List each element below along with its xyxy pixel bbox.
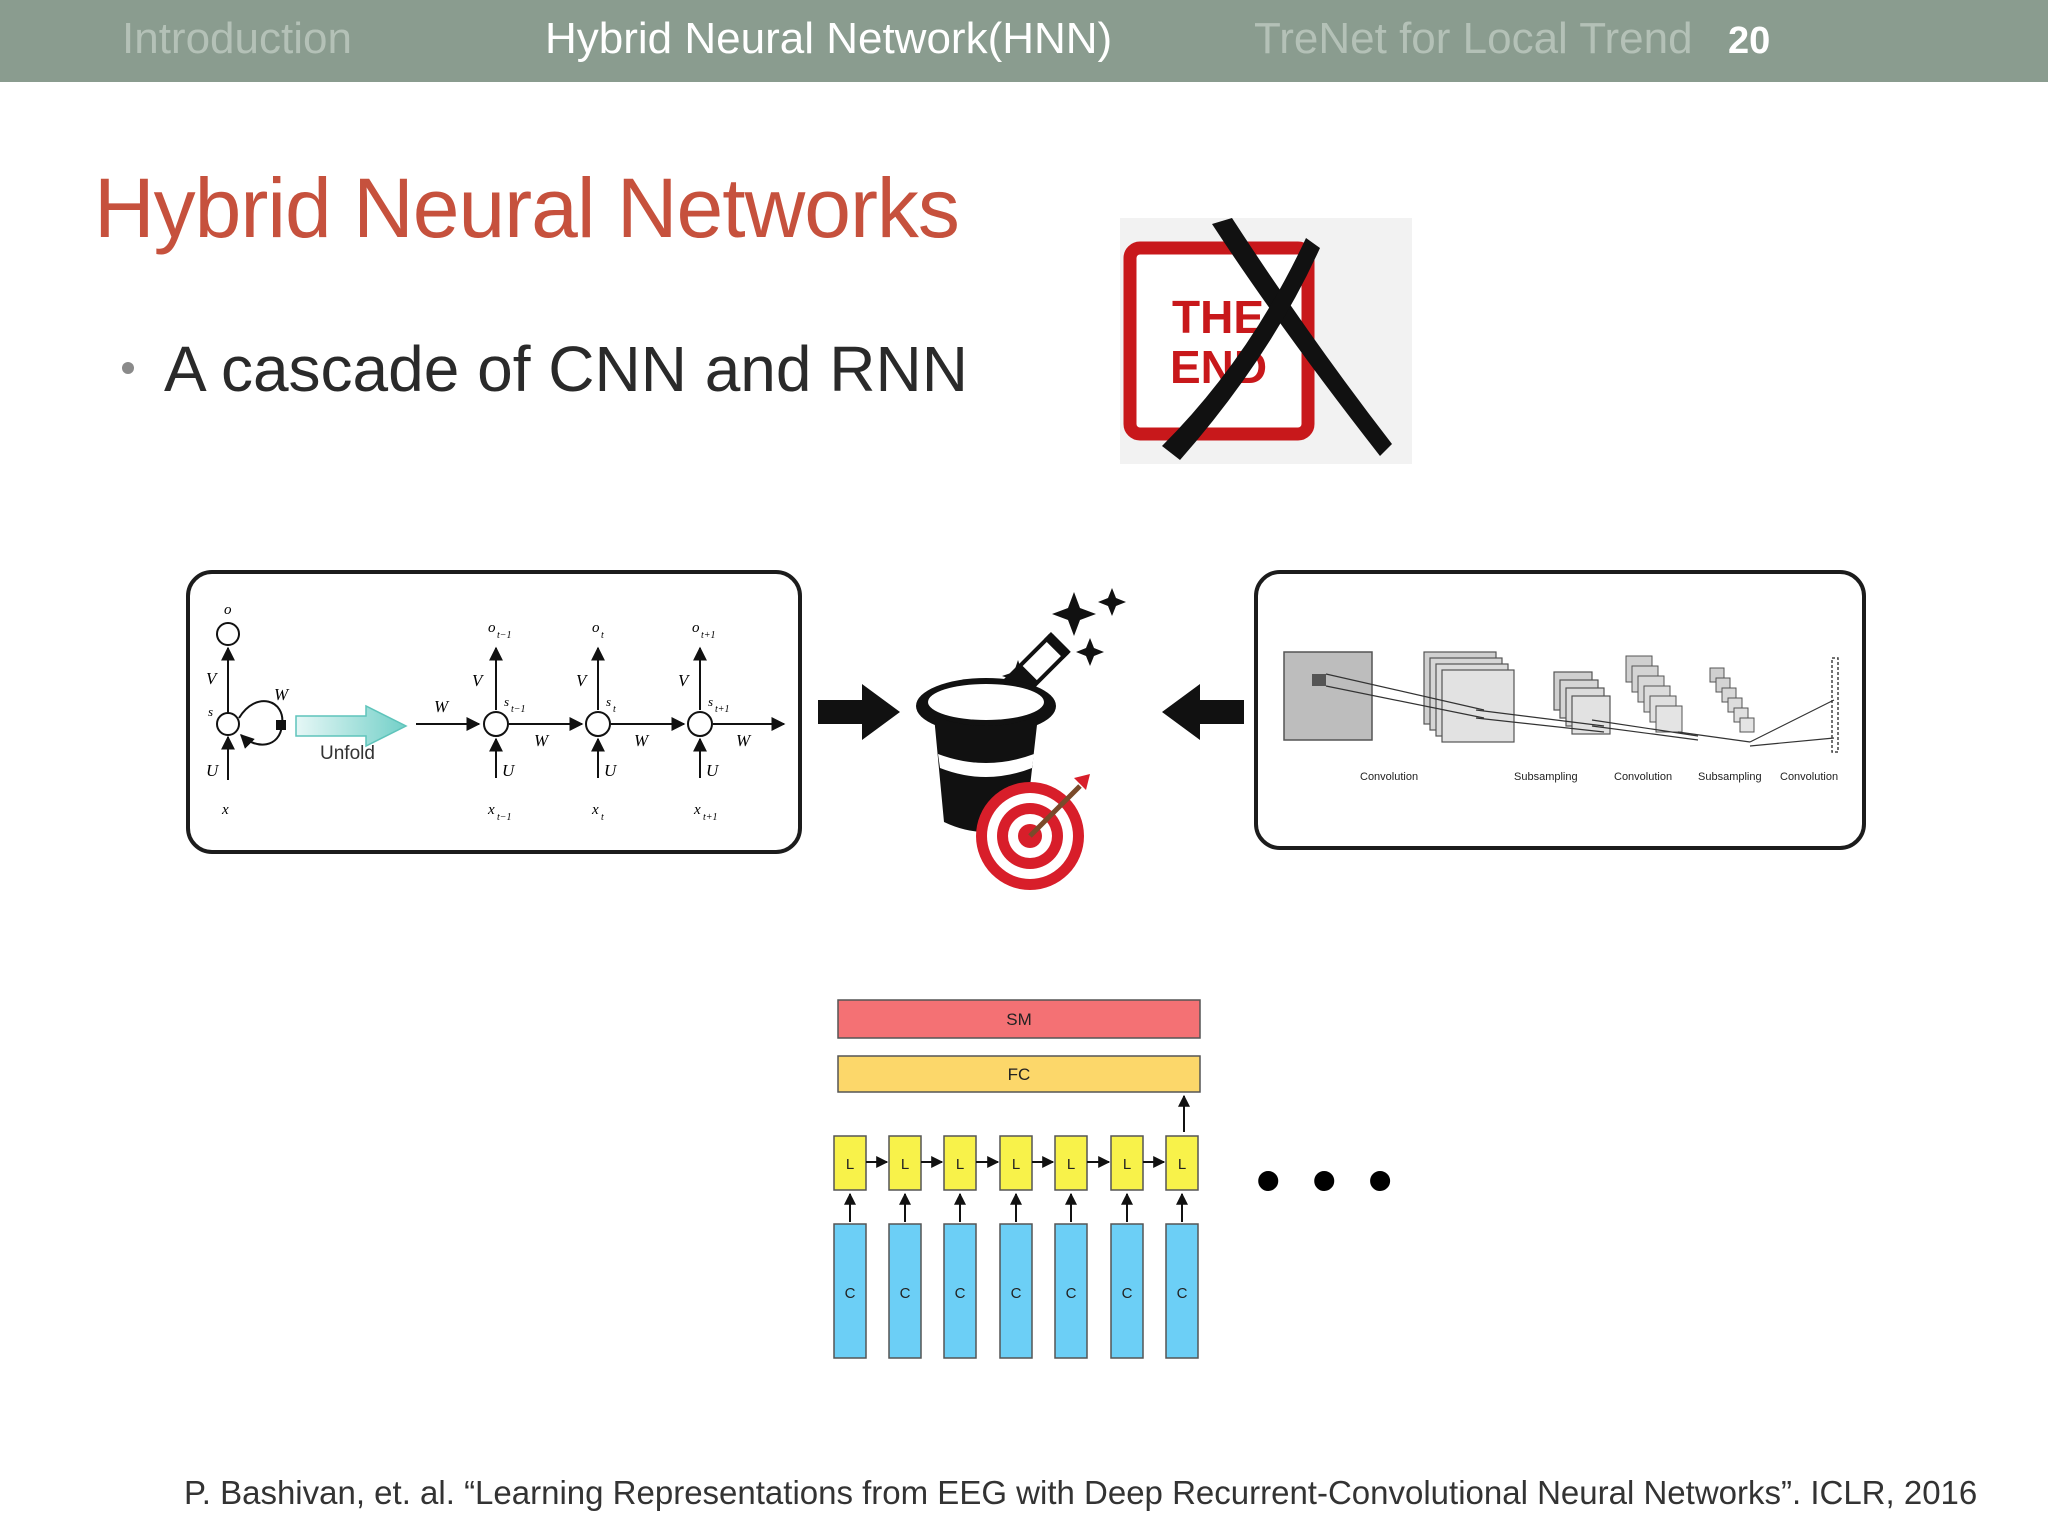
label-V-prev: V [472,671,485,690]
target-icon [976,774,1090,890]
nav-introduction[interactable]: Introduction [122,14,352,63]
label-s: s [208,704,213,719]
label-o-t: o [592,620,600,636]
sm-label: SM [1006,1010,1032,1029]
cnn-cell-label: C [1122,1285,1133,1302]
cnn-cell [833,1223,867,1359]
the-end-crossed-icon: THE END [1120,218,1412,464]
label-x-t: x [591,802,599,818]
arrow-right-icon [818,684,900,740]
label-W-1: W [534,731,550,750]
ellipsis: • • • [1256,1141,1399,1219]
label-s-t: s [606,694,611,709]
fc-layer [837,1055,1201,1093]
bullet-marker [122,362,134,374]
label-o-prev: o [488,620,496,636]
cnn-cell [1110,1223,1144,1359]
cnn-cell [999,1223,1033,1359]
label-x-next-sub: t+1 [703,812,718,823]
lstm-cell-label: L [1123,1156,1131,1173]
label-o-prev-sub: t−1 [497,630,512,641]
label-o-next: o [692,620,700,636]
cnn-label-subsampling-2: Subsampling [1698,771,1762,783]
magic-hat-icon [916,588,1126,832]
page-number: 20 [1728,20,1771,62]
fc-label: FC [1008,1065,1031,1084]
label-o-next-sub: t+1 [701,630,716,641]
nav-trenet-local-trend[interactable]: TreNet for Local Trend [1254,14,1693,63]
label-W-loop: W [274,685,290,704]
lstm-cell [1165,1135,1199,1191]
label-x-next: x [693,802,701,818]
cnn-cell-label: C [1177,1285,1188,1302]
lstm-cell-label: L [846,1156,854,1173]
unfold-label: Unfold [320,743,375,764]
bullet-text: A cascade of CNN and RNN [164,333,968,405]
cnn-cell-label: C [845,1285,856,1302]
cnn-cell [888,1223,922,1359]
lstm-cell-label: L [956,1156,964,1173]
cnn-label-convolution-2: Convolution [1614,771,1672,783]
cnn-label-convolution-1: Convolution [1360,771,1418,783]
label-o: o [224,602,232,618]
label-x-prev: x [487,802,495,818]
label-s-next: s [708,694,713,709]
label-U-next: U [706,761,720,780]
label-s-next-sub: t+1 [715,704,730,715]
label-W-2: W [634,731,650,750]
rnn-unfold-diagram: o V s U x W Unfold W o t−1 V s t−1 U x t… [206,602,786,823]
cnn-cell-label: C [955,1285,966,1302]
lstm-cell [833,1135,867,1191]
lstm-cell-label: L [901,1156,909,1173]
label-s-prev: s [504,694,509,709]
label-x-t-sub: t [601,812,604,823]
label-o-t-sub: t [601,630,604,641]
label-W-in: W [434,697,450,716]
the-end-word-the: THE [1172,291,1264,343]
sm-layer [837,999,1201,1039]
label-V: V [206,669,219,688]
top-nav-bar: Introduction Hybrid Neural Network(HNN) … [0,0,2048,82]
cnn-cell-label: C [1066,1285,1077,1302]
label-U-prev: U [502,761,516,780]
lstm-cell-label: L [1178,1156,1186,1173]
cnn-label-convolution-3: Convolution [1780,771,1838,783]
cnn-cell [1165,1223,1199,1359]
cnn-cell [943,1223,977,1359]
cnn-label-subsampling-1: Subsampling [1514,771,1578,783]
cnn-cell-label: C [1011,1285,1022,1302]
label-V-t: V [576,671,589,690]
citation: P. Bashivan, et. al. “Learning Represent… [184,1474,1978,1511]
label-V-next: V [678,671,691,690]
label-U: U [206,761,220,780]
cnn-cell-label: C [900,1285,911,1302]
label-W-3: W [736,731,752,750]
label-x-prev-sub: t−1 [497,812,512,823]
nav-hybrid-neural-network[interactable]: Hybrid Neural Network(HNN) [545,14,1113,63]
arrow-left-icon [1162,684,1244,740]
slide-title: Hybrid Neural Networks [94,161,960,255]
lstm-cell [999,1135,1033,1191]
cnn-cell [1054,1223,1088,1359]
rcnn-architecture-diagram: SM FC L C L C L C L C L C L C L C [833,999,1201,1359]
cnn-diagram: Convolution Subsampling Convolution Subs… [1283,651,1839,783]
label-s-prev-sub: t−1 [511,704,526,715]
label-s-t-sub: t [613,704,616,715]
lstm-cell [943,1135,977,1191]
label-x: x [221,802,229,818]
label-U-t: U [604,761,618,780]
lstm-cell [1110,1135,1144,1191]
lstm-cell-label: L [1012,1156,1020,1173]
lstm-cell-label: L [1067,1156,1075,1173]
